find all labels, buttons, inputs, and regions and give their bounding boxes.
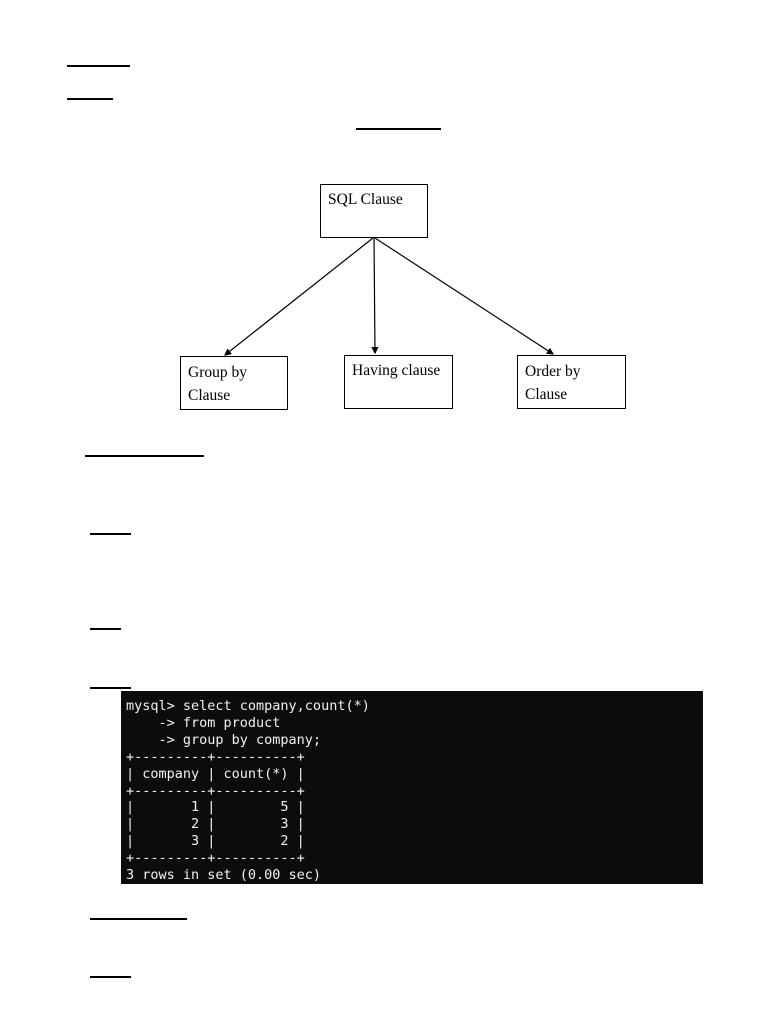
heading-underline-5: [90, 533, 131, 535]
heading-underline-4: [85, 455, 204, 457]
node-label-line-2: Clause: [525, 386, 568, 403]
node-label: SQL Clause: [328, 191, 403, 208]
node-label-line-1: Group by: [188, 364, 247, 381]
terminal-line: | company | count(*) |: [126, 765, 305, 782]
terminal-line: | 1 | 5 |: [126, 799, 305, 816]
arrow-to-having: [371, 237, 379, 355]
terminal-line: | 3 | 2 |: [126, 833, 305, 850]
terminal-line: +---------+----------+: [126, 748, 305, 765]
heading-underline-8: [90, 918, 187, 920]
arrow-to-group-by: [224, 237, 374, 356]
node-label: Having clause: [352, 362, 441, 379]
diagram-node-order-by: Order by Clause: [517, 355, 626, 409]
terminal-line: mysql> select company,count(*): [126, 698, 370, 714]
terminal-text: mysql> select company,count(*) -> from p…: [126, 698, 703, 884]
terminal-line: -> from product: [126, 714, 281, 731]
node-label-line-2: Clause: [188, 387, 231, 404]
heading-underline-3: [356, 128, 441, 130]
diagram-node-sql-clause: SQL Clause: [320, 184, 428, 238]
heading-underline-2: [67, 98, 113, 100]
heading-underline-9: [90, 976, 131, 978]
terminal-line: +---------+----------+: [126, 782, 305, 799]
heading-underline-1: [67, 65, 130, 67]
diagram-node-group-by: Group by Clause: [180, 356, 288, 410]
terminal-line: +---------+----------+: [126, 850, 305, 867]
mysql-terminal-output: mysql> select company,count(*) -> from p…: [121, 691, 703, 884]
arrow-to-order-by: [374, 237, 555, 355]
diagram-node-having: Having clause: [344, 355, 453, 409]
terminal-line: -> group by company;: [126, 731, 322, 748]
heading-underline-6: [90, 628, 121, 630]
terminal-line: | 2 | 3 |: [126, 816, 305, 833]
node-label-line-1: Order by: [525, 363, 581, 380]
terminal-line: 3 rows in set (0.00 sec): [126, 867, 322, 884]
heading-underline-7: [90, 687, 131, 689]
